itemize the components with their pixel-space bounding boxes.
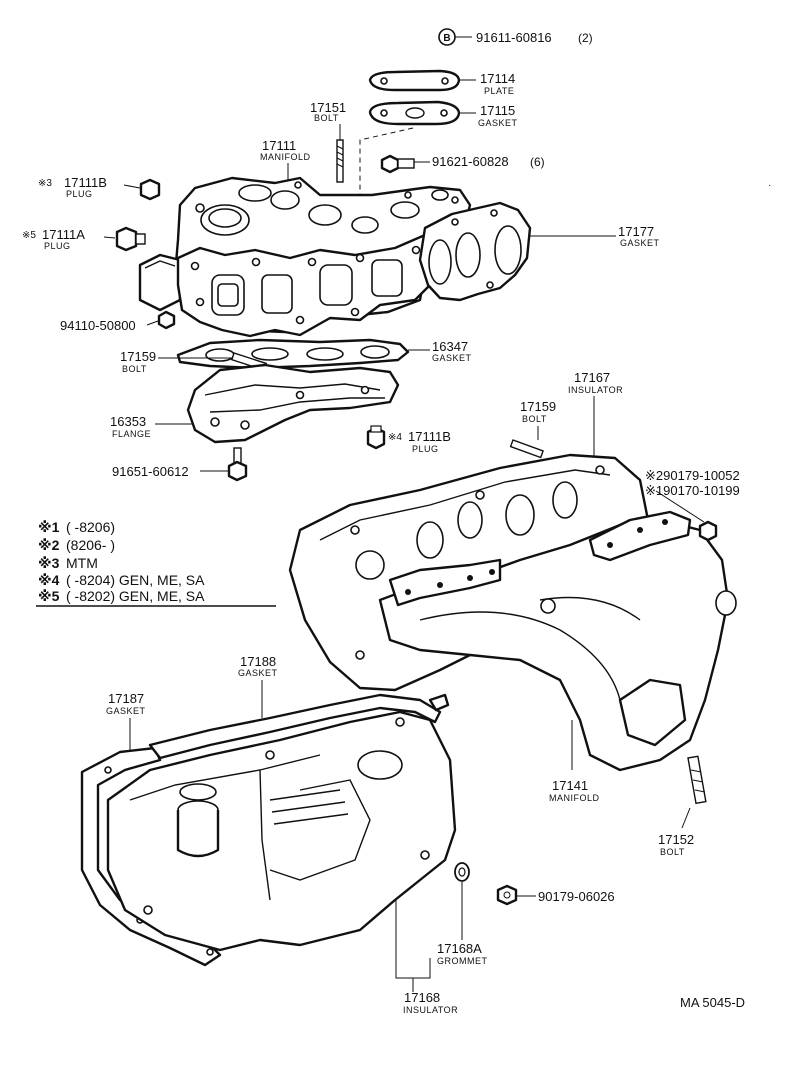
part-name-17141: MANIFOLD [549, 793, 600, 803]
intake-manifold-17111 [138, 176, 472, 338]
plug-17111a [115, 226, 146, 252]
part-name-16347: GASKET [432, 353, 472, 363]
part-name-17177: GASKET [620, 238, 660, 248]
part-name-17168: INSULATOR [403, 1005, 458, 1015]
part-qty-91611: (2) [578, 31, 593, 45]
part-number-17114: 17114 [480, 71, 515, 86]
nut-90179-10052 [698, 520, 718, 542]
note-mark-4: ※4 [388, 432, 402, 443]
part-number-17188: 17188 [240, 654, 276, 669]
part-number-91611: 91611-60816 [476, 30, 552, 45]
part-number-17168: 17168 [404, 990, 440, 1005]
part-number-17151: 17151 [310, 100, 346, 115]
note-3-mark: ※3 [38, 555, 60, 571]
part-number-91651: 91651-60612 [112, 464, 189, 479]
part-name-17111b-mid: PLUG [412, 444, 439, 454]
part-number-17168a: 17168A [437, 941, 482, 956]
part-number-17141: 17141 [552, 778, 588, 793]
grommet-17168a [454, 862, 470, 882]
part-name-17152: BOLT [660, 847, 685, 857]
part-name-17159-left: BOLT [122, 364, 147, 374]
gasket-17177-shape [418, 201, 532, 302]
plug-17111b-mid [366, 425, 386, 450]
bolt-91621 [380, 154, 415, 174]
part-number-94110: 94110-50800 [60, 318, 136, 333]
part-number-17167: 17167 [574, 370, 610, 385]
part-name-17115: GASKET [478, 118, 518, 128]
part-number-90179-10052: ※290179-10052 [645, 468, 740, 483]
note-mark-5: ※5 [22, 230, 36, 241]
part-name-17111: MANIFOLD [260, 152, 311, 162]
b-mark: B [443, 33, 450, 44]
note-5-mark: ※5 [38, 588, 60, 604]
note-3-text: MTM [66, 555, 98, 571]
note-2-text: (8206- ) [66, 537, 115, 553]
svg-text:·: · [768, 180, 771, 191]
part-number-16347: 16347 [432, 339, 468, 354]
part-number-17115: 17115 [480, 103, 515, 118]
part-name-17111a: PLUG [44, 241, 71, 251]
part-number-17111: 17111 [262, 138, 296, 153]
part-name-17114: PLATE [484, 86, 514, 96]
part-name-17151: BOLT [314, 113, 339, 123]
part-number-17152: 17152 [658, 832, 694, 847]
nut-90179-06026 [496, 884, 518, 906]
note-2-mark: ※2 [38, 537, 60, 553]
part-name-17167: INSULATOR [568, 385, 623, 395]
gasket-17115-shape [368, 100, 461, 126]
part-name-17187: GASKET [106, 706, 146, 716]
flange-16353-shape [186, 363, 400, 444]
note-1-mark: ※1 [38, 519, 60, 535]
note-1-text: ( -8206) [66, 519, 115, 535]
notes-block: ※1 ( -8206) ※2 (8206- ) ※3 MTM ※4 ( -820… [36, 519, 276, 607]
part-name-17111b-top: PLUG [66, 189, 93, 199]
part-qty-91621: (6) [530, 155, 545, 169]
b-washer-symbol: B [438, 28, 472, 46]
plug-17111b-top [139, 178, 161, 201]
note-mark-3: ※3 [38, 178, 52, 189]
part-number-91621: 91621-60828 [432, 154, 509, 169]
part-number-17177: 17177 [618, 224, 654, 239]
gasket-16347-shape [176, 338, 410, 370]
part-number-17187: 17187 [108, 691, 144, 706]
part-number-90179-06026: 90179-06026 [538, 889, 615, 904]
exhaust-manifold-17141-shape [378, 510, 737, 772]
insulator-17168-shape [106, 710, 457, 952]
bolt-91651 [227, 447, 248, 482]
stud-bolt-17159-right [509, 439, 544, 459]
note-5-text: ( -8202) GEN, ME, SA [66, 588, 205, 604]
stud-bolt-17152 [687, 755, 707, 805]
part-number-17111b-mid: 17111B [408, 429, 451, 444]
diagram-code: MA 5045-D [680, 995, 745, 1010]
part-number-17159-right: 17159 [520, 399, 556, 414]
part-name-17168a: GROMMET [437, 956, 488, 966]
part-number-16353: 16353 [110, 414, 146, 429]
part-number-17111b-top: 17111B [64, 175, 107, 190]
part-number-17111a: 17111A [42, 227, 85, 242]
nut-94110 [157, 310, 176, 330]
part-name-17188: GASKET [238, 668, 278, 678]
part-name-16353: FLANGE [112, 429, 151, 439]
stud-bolt-17151 [336, 139, 344, 183]
part-number-90170-10199: ※190170-10199 [645, 483, 740, 498]
part-number-17159-left: 17159 [120, 349, 156, 364]
plate-17114-shape [368, 69, 461, 92]
note-4-text: ( -8204) GEN, ME, SA [66, 572, 205, 588]
note-4-mark: ※4 [38, 572, 60, 588]
part-name-17159-right: BOLT [522, 414, 547, 424]
